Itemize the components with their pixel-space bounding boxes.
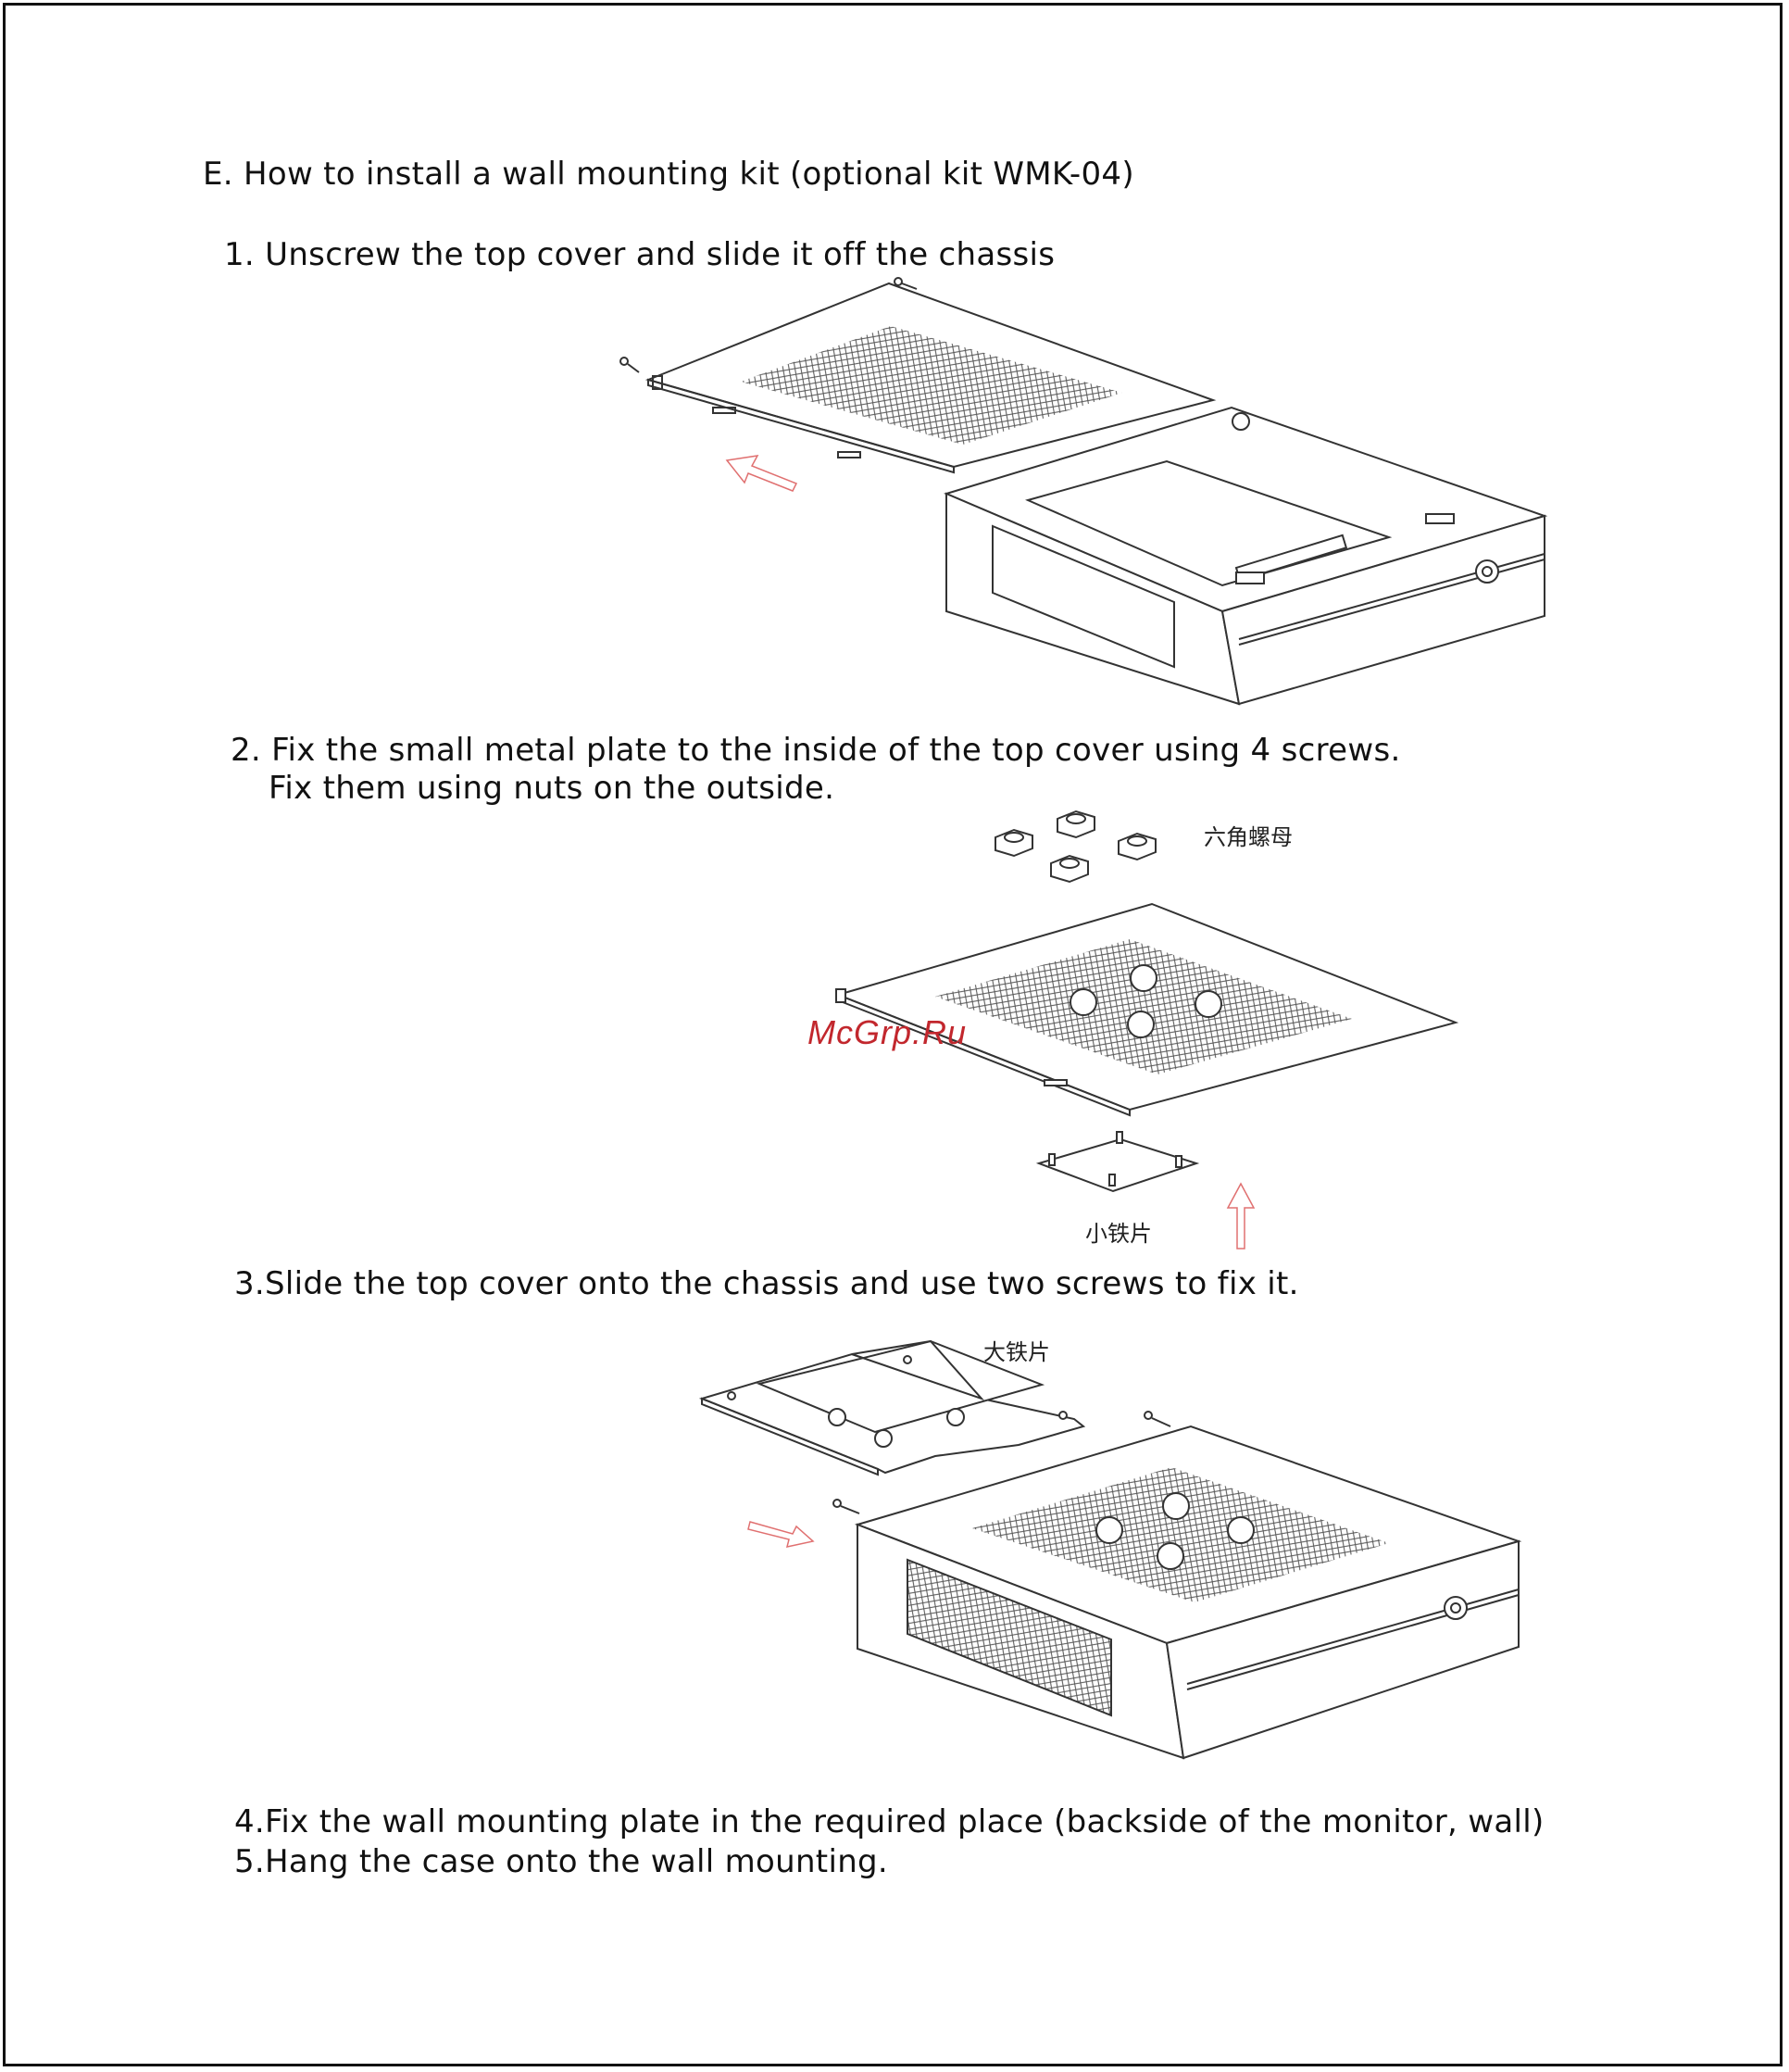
assembled-chassis: [854, 1425, 1522, 1760]
figure-2-fix-small-plate: [834, 810, 1459, 1249]
chassis-box: [944, 406, 1548, 706]
large-plate-label: 大铁片: [983, 1339, 1050, 1365]
step-5-text: 5.Hang the case onto the wall mounting.: [234, 1843, 889, 1880]
watermark-text: McGrp.Ru: [807, 1013, 968, 1051]
screw-icon: [619, 357, 640, 373]
step-3-text: 3.Slide the top cover onto the chassis a…: [234, 1265, 1299, 1302]
page-border: [3, 3, 1783, 2066]
up-arrow-icon: [1226, 1182, 1256, 1249]
slide-arrow-icon: [747, 1521, 815, 1548]
screw-icon: [832, 1499, 860, 1514]
hex-nut-label: 六角螺母: [1204, 824, 1293, 850]
step-2-text: 2. Fix the small metal plate to the insi…: [231, 732, 1401, 769]
figure-1-unscrew-cover: [619, 277, 1548, 706]
step-2-text-continued: Fix them using nuts on the outside.: [269, 770, 835, 807]
hex-nut-icon: [1050, 854, 1089, 884]
top-cover-panel: [644, 282, 1217, 474]
large-wall-bracket: [698, 1339, 1086, 1476]
small-plate-label: 小铁片: [1085, 1221, 1152, 1247]
step-1-text: 1. Unscrew the top cover and slide it of…: [224, 236, 1056, 273]
top-cover-panel: [834, 902, 1459, 1117]
slide-arrow-icon: [725, 455, 798, 492]
screw-icon: [1144, 1411, 1171, 1427]
section-heading: E. How to install a wall mounting kit (o…: [203, 156, 1134, 193]
step-4-text: 4.Fix the wall mounting plate in the req…: [234, 1803, 1545, 1840]
figure-3-attach-bracket: [698, 1339, 1522, 1760]
small-metal-plate: [1035, 1131, 1200, 1193]
hex-nut-icon: [1118, 832, 1157, 861]
screw-icon: [894, 277, 918, 290]
hex-nut-icon: [995, 828, 1033, 858]
hex-nut-icon: [1057, 810, 1095, 839]
